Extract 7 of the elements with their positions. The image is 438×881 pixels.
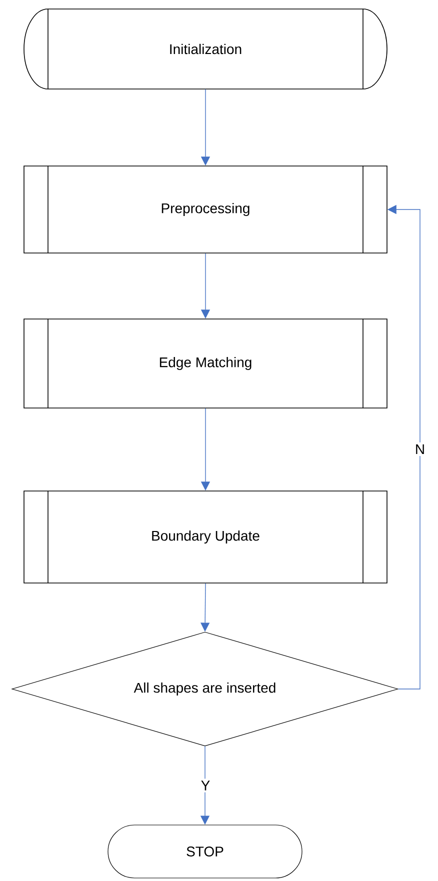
terminal-box: Initialization	[24, 8, 388, 90]
stop-terminal: STOP	[108, 824, 302, 878]
process-box: Edge Matching	[24, 318, 388, 408]
edge-label: N	[412, 442, 428, 456]
process-box: Preprocessing	[24, 166, 388, 254]
edge-label: Y	[198, 778, 212, 792]
process-box: Boundary Update	[24, 490, 388, 584]
